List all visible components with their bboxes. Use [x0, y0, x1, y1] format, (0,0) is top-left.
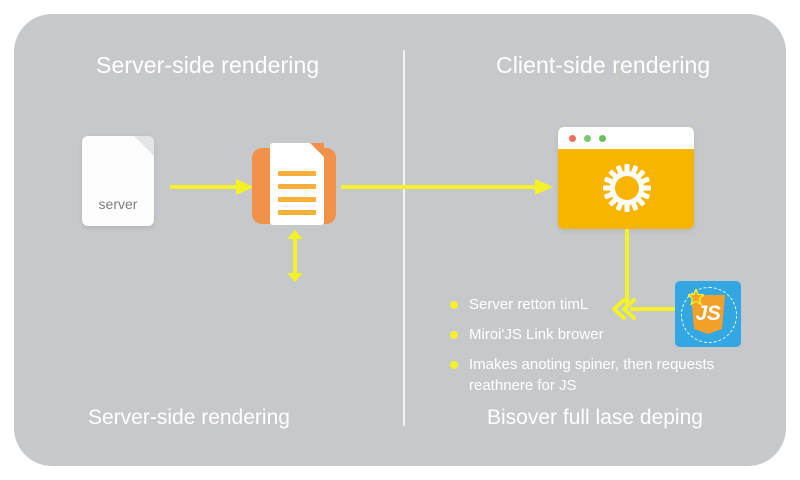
list-item-label: Server retton timL [469, 296, 589, 313]
browser-window-icon [558, 127, 694, 229]
right-panel-footer: Bisover full lase deping [487, 406, 703, 429]
browser-dot-red-icon [569, 135, 576, 142]
browser-dot-green-icon [599, 135, 606, 142]
arrow-server-to-doc-icon [170, 179, 254, 195]
arrow-doc-to-browser-icon [341, 179, 553, 195]
bullet-dot-icon [450, 361, 458, 369]
right-panel-title: Client-side rendering [496, 52, 711, 78]
arrow-browser-down-icon [625, 229, 629, 307]
list-item-label: Imakes anoting spiner, then requests rea… [469, 356, 715, 394]
left-panel-title: Server-side rendering [96, 52, 320, 78]
list-item: Server retton timL [447, 294, 747, 315]
arrow-doc-vertical-icon [287, 230, 303, 282]
arrow-js-to-bullets-icon [612, 298, 682, 320]
client-side-bullet-list: Server retton timL Miroi'JS Link brower … [447, 294, 747, 405]
bullet-dot-icon [450, 331, 458, 339]
document-text-line [278, 197, 316, 202]
left-panel-footer: Server-side rendering [88, 406, 290, 429]
browser-title-bar [558, 127, 694, 149]
server-document-label: server [98, 196, 138, 212]
javascript-logo-icon: JS [675, 281, 741, 347]
list-item: Miroi'JS Link brower [447, 324, 747, 345]
js-shield-shape-icon [691, 295, 725, 334]
gear-icon [603, 164, 651, 212]
server-document-icon: server [82, 136, 154, 226]
vertical-divider [403, 50, 405, 426]
dashed-circle-icon [681, 287, 737, 343]
orange-document-page-icon [270, 143, 324, 225]
browser-dot-green-icon [584, 135, 591, 142]
bullet-dot-icon [450, 301, 458, 309]
list-item: Imakes anoting spiner, then requests rea… [447, 354, 747, 396]
document-fold-corner [310, 143, 324, 157]
diagram-card [14, 14, 786, 466]
document-fold-corner [134, 136, 154, 156]
js-logo-label: JS [695, 302, 721, 325]
document-text-line [278, 184, 316, 189]
document-text-line [278, 210, 316, 215]
document-text-line [278, 171, 316, 176]
list-item-label: Miroi'JS Link brower [469, 326, 604, 343]
star-icon [688, 289, 704, 305]
